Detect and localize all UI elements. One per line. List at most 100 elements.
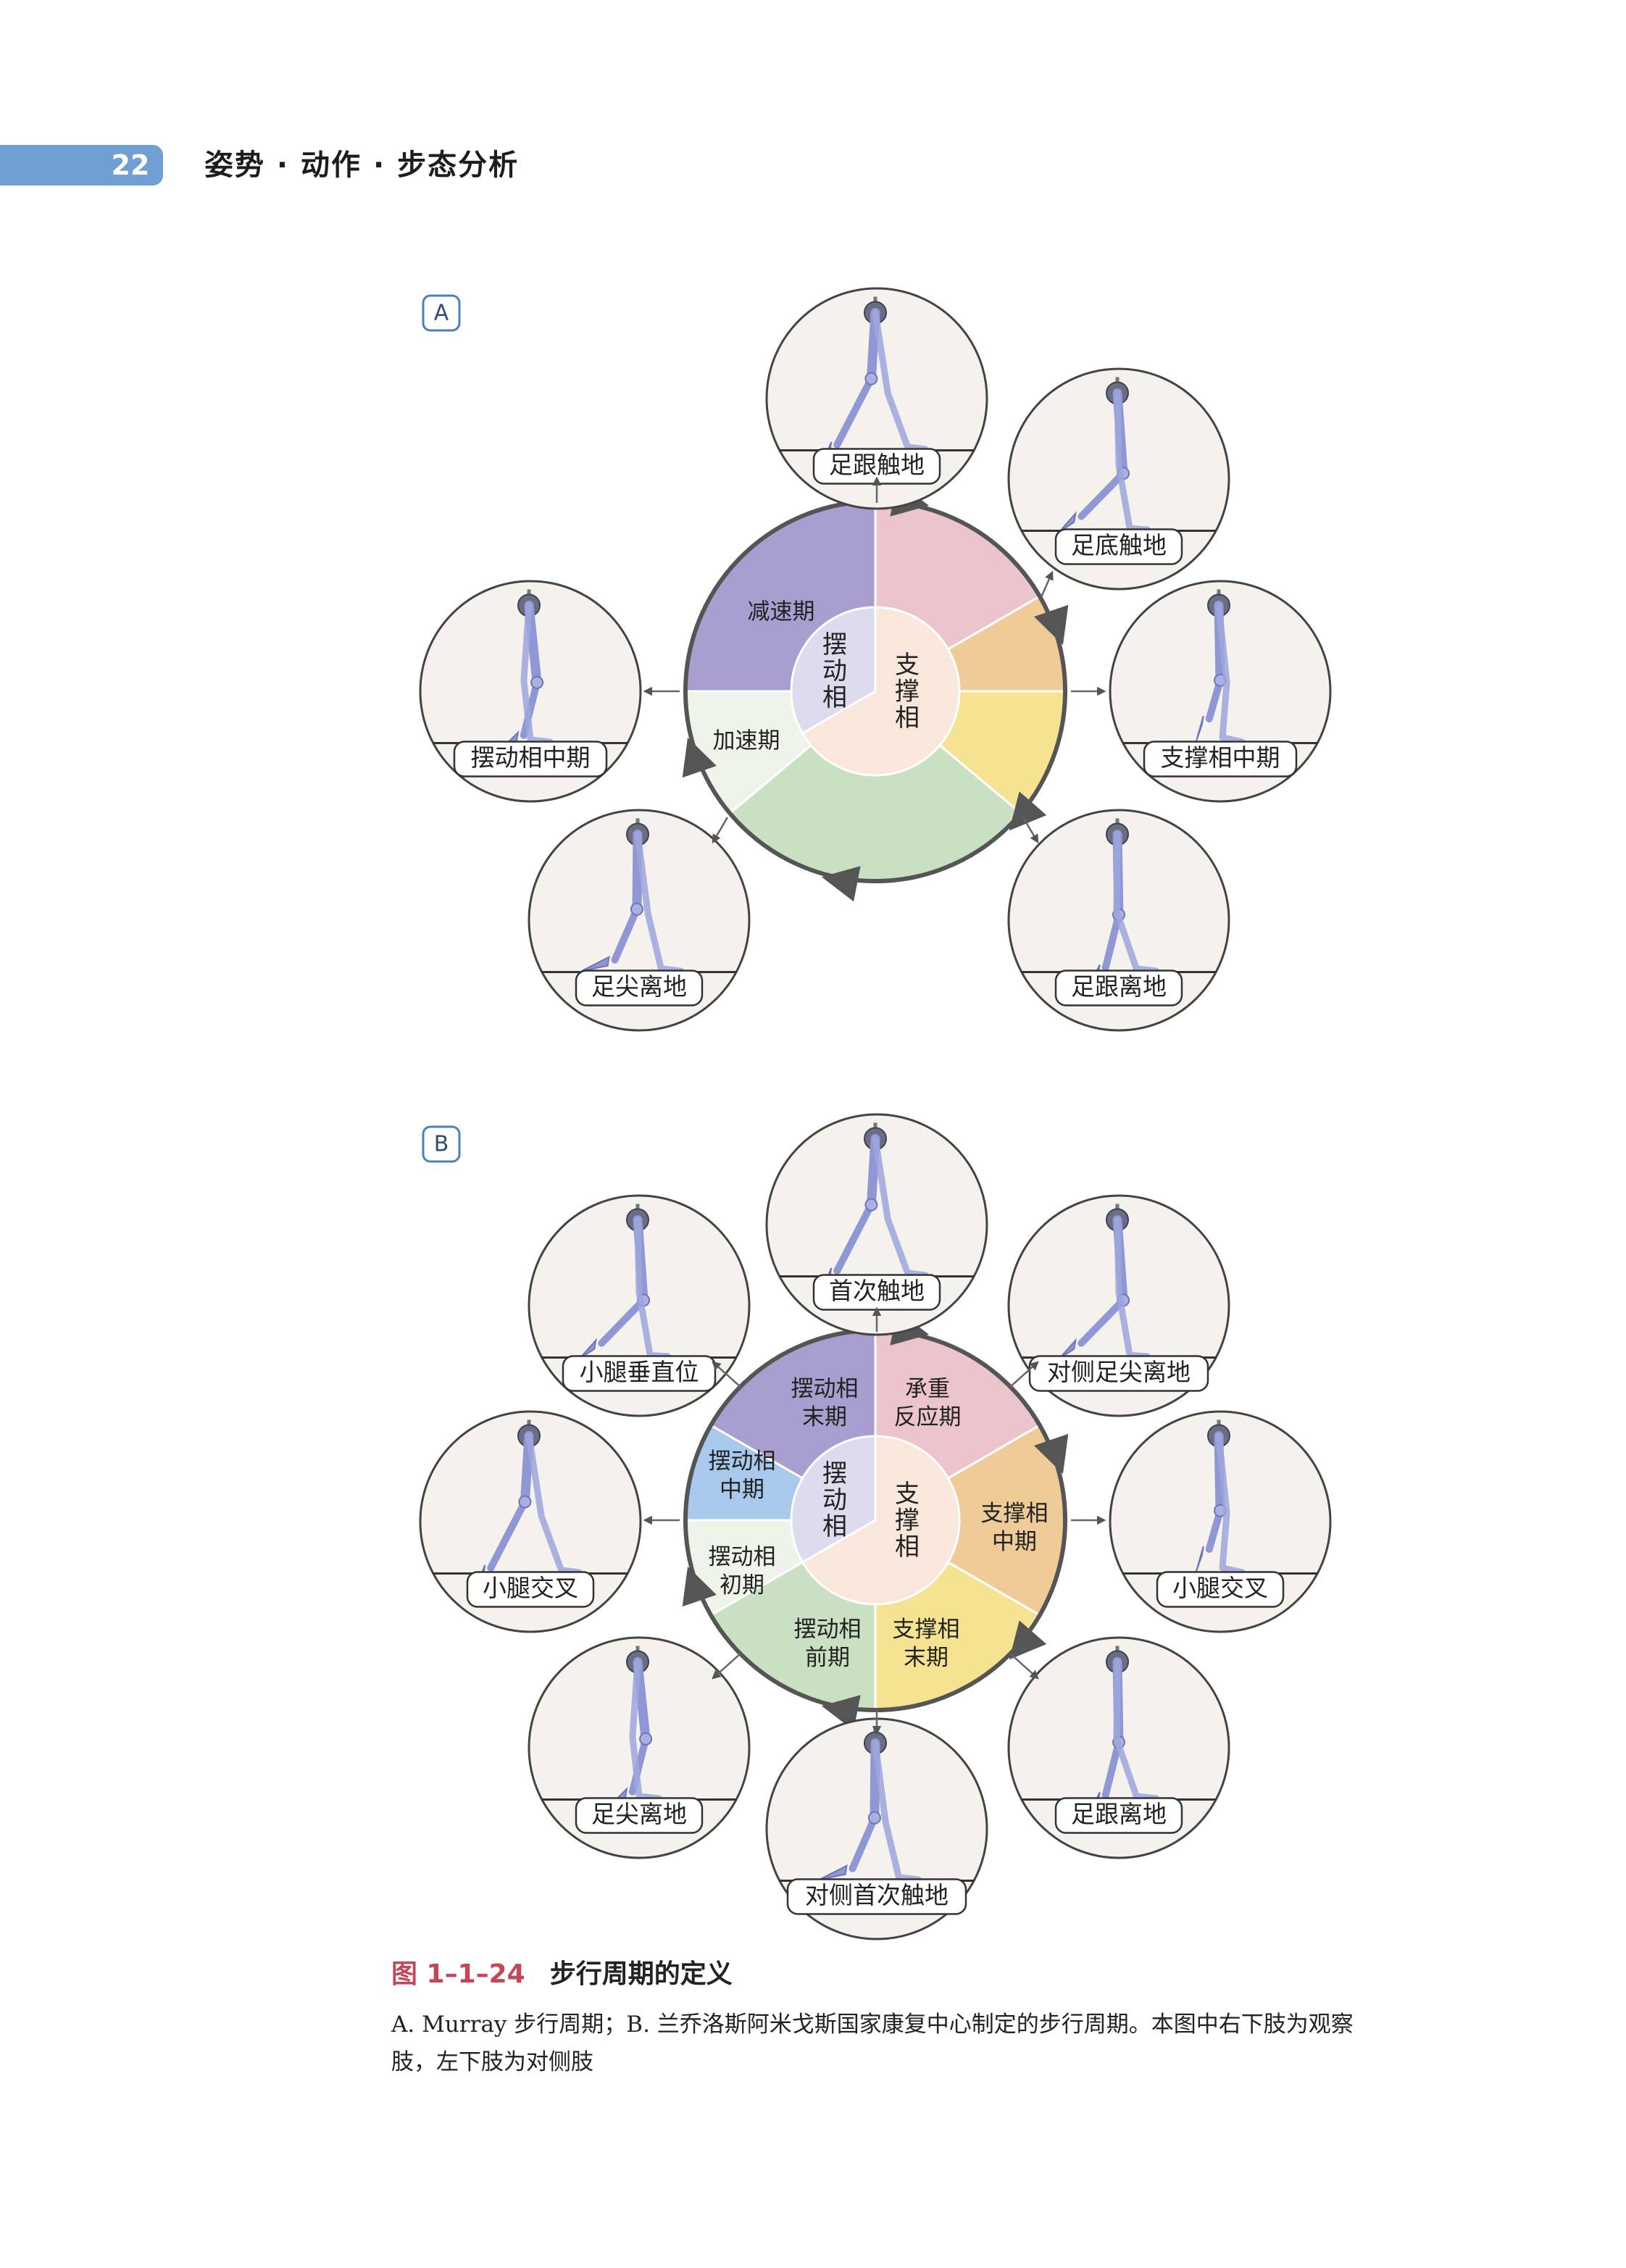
foot-bone <box>1195 1546 1204 1573</box>
gait-cycle-figure: A支撑相摆动相减速期加速期足跟触地足底触地支撑相中期足跟离地足尖离地摆动相中期B… <box>419 287 1332 1940</box>
shin-bone <box>1101 1738 1122 1799</box>
shin-bone <box>1205 1506 1224 1553</box>
foot-bone <box>581 955 610 972</box>
rim-arrowhead <box>1034 1433 1069 1475</box>
knee-joint <box>864 1198 878 1212</box>
stage-disc-b-2: 小腿交叉 <box>1109 1410 1332 1633</box>
segment-label-b-4: 摆动相 <box>709 1544 776 1570</box>
stage-disc-a-1: 足底触地 <box>1007 367 1230 591</box>
shin-bone <box>487 1498 529 1572</box>
rim-arrowhead <box>821 1695 861 1731</box>
connector-arrow-b-1 <box>1009 1361 1039 1388</box>
shin-bone <box>849 1814 878 1872</box>
connector-arrow-a-3 <box>1022 817 1039 844</box>
stage-label-box <box>1054 528 1183 565</box>
inner-stance-label-char: 支 <box>895 651 920 680</box>
stage-label-box <box>466 1571 595 1608</box>
segment-label-b-1: 支撑相 <box>981 1501 1048 1527</box>
knee-joint <box>518 1495 532 1509</box>
inner-stance-label-char: 相 <box>895 704 920 733</box>
segment-label-acceleration: 加速期 <box>713 728 780 754</box>
connector-arrow-a-4 <box>712 817 729 844</box>
stage-disc-b-7: 小腿垂直位 <box>528 1194 751 1417</box>
inner-swing-sector <box>790 1435 877 1564</box>
connector-arrow-b-7 <box>712 1361 741 1388</box>
segment-label-b-3: 前期 <box>805 1645 850 1671</box>
segment-label-b-0: 承重 <box>905 1376 950 1402</box>
stage-label: 足尖离地 <box>591 1800 687 1828</box>
shin-bone <box>611 905 641 964</box>
segment-label-b-5: 摆动相 <box>709 1448 776 1475</box>
page-number-badge <box>0 145 163 185</box>
connector-arrow-b-3 <box>1009 1653 1039 1680</box>
inner-swing-label-char: 相 <box>822 683 847 712</box>
inner-swing-label-char: 相 <box>822 1512 847 1541</box>
stage-label: 小腿垂直位 <box>580 1358 699 1386</box>
figure-caption-text: A. Murray 步行周期；B. 兰乔洛斯阿米戈斯国家康复中心制定的步行周期。… <box>391 2011 1354 2075</box>
stage-label-box <box>1143 741 1298 777</box>
stage-label-box <box>453 741 608 777</box>
stage-disc-a-2: 支撑相中期 <box>1109 580 1332 803</box>
segment-label-b-6: 末期 <box>802 1404 847 1430</box>
contralateral-leg <box>1215 1432 1246 1576</box>
stage-disc-b-0: 首次触地 <box>765 1113 988 1336</box>
knee-joint <box>530 675 544 689</box>
panel-a-label: A <box>422 294 461 332</box>
stage-label-box <box>1054 1797 1183 1834</box>
shin-bone <box>598 1296 648 1347</box>
figure-caption-heading: 图 1–1–24 步行周期的定义 <box>391 1956 733 1993</box>
rim-arrowhead <box>682 737 717 778</box>
panel-label-text: B <box>434 1132 449 1157</box>
shin-bone <box>1205 676 1224 722</box>
inner-stance-label-char: 相 <box>895 1533 920 1562</box>
panel-b-label: B <box>422 1125 461 1163</box>
rim-arrowhead <box>1009 1620 1047 1660</box>
inner-swing-label-char: 摆 <box>822 630 847 659</box>
stage-disc-b-1: 对侧足尖离地 <box>1007 1194 1230 1417</box>
stage-label-box <box>575 1797 704 1834</box>
shin-bone <box>1101 911 1122 972</box>
stage-label: 对侧足尖离地 <box>1047 1358 1191 1386</box>
stage-label: 小腿交叉 <box>483 1574 578 1602</box>
stage-disc-a-3: 足跟离地 <box>1007 809 1230 1032</box>
stage-disc-a-0: 足跟触地 <box>765 287 988 510</box>
stage-label: 足尖离地 <box>591 972 687 1001</box>
knee-joint <box>864 372 878 385</box>
stage-label-box <box>1156 1571 1285 1608</box>
stage-disc-b-6: 小腿交叉 <box>419 1410 642 1633</box>
segment-label-b-4: 初期 <box>720 1572 764 1598</box>
stage-label: 足跟离地 <box>1071 1800 1167 1828</box>
shin-bone <box>1077 1296 1127 1347</box>
contralateral-leg <box>1215 601 1246 746</box>
stage-disc-a-5: 摆动相中期 <box>419 580 642 803</box>
stage-label: 足跟离地 <box>1071 972 1167 1001</box>
stage-label-box <box>562 1355 717 1392</box>
knee-joint <box>630 902 643 916</box>
inner-stance-label-char: 支 <box>895 1480 920 1509</box>
shin-bone <box>833 1201 875 1275</box>
stage-label: 对侧首次触地 <box>805 1881 948 1909</box>
inner-swing-label-char: 动 <box>822 657 847 686</box>
rim-arrowhead <box>682 1566 717 1607</box>
stage-label: 小腿交叉 <box>1172 1574 1268 1602</box>
figure-title: 步行周期的定义 <box>549 1959 733 1989</box>
foot-bone <box>1195 715 1204 743</box>
shin-bone <box>833 375 875 449</box>
stage-label-box <box>1054 970 1183 1006</box>
segment-label-b-0: 反应期 <box>894 1404 962 1430</box>
panel-label-box <box>422 294 461 332</box>
stage-label-box <box>575 970 704 1006</box>
segment-label-deceleration: 减速期 <box>748 599 815 625</box>
stage-disc-b-5: 足尖离地 <box>528 1636 751 1859</box>
stage-label: 首次触地 <box>829 1277 925 1305</box>
foot-bone <box>579 1338 597 1359</box>
figure-number: 图 1–1–24 <box>391 1959 525 1989</box>
segment-label-b-3: 摆动相 <box>794 1617 862 1643</box>
knee-joint <box>639 1732 653 1746</box>
inner-swing-label-char: 摆 <box>822 1459 847 1488</box>
stage-label: 足底触地 <box>1071 531 1167 559</box>
segment-label-b-5: 中期 <box>720 1477 764 1503</box>
stage-disc-b-3: 足跟离地 <box>1007 1636 1230 1859</box>
